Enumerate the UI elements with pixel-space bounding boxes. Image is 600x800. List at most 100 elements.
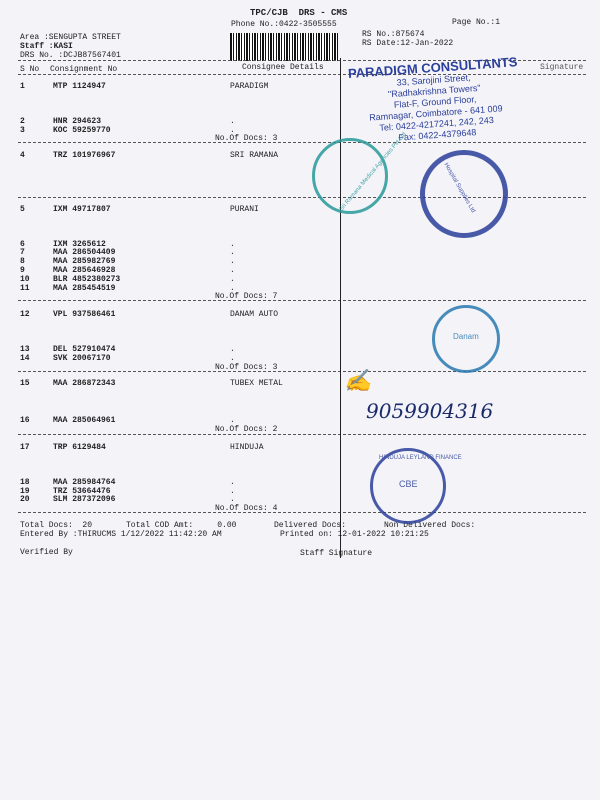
row-sno: 3 [20,126,25,135]
divider [18,371,586,372]
entered-by: Entered By :THIRUCMS 1/12/2022 11:42:20 … [20,530,222,539]
row-consignment-no: IXM 49717807 [53,205,111,214]
rs-number: RS No.:875674 [362,30,425,39]
row-consignment-no: KOC 59259770 [53,126,111,135]
doc-count: No.Of Docs: 7 [215,292,278,301]
row-consignee: PARADIGM [230,82,269,91]
divider [18,197,586,198]
row-consignee: PURANI [230,205,259,214]
total-docs: Total Docs: 20 [20,521,93,530]
row-sno: 14 [20,354,30,363]
printed-on: Printed on: 12-01-2022 10:21:25 [280,530,429,539]
col-signature: Signature [540,63,584,72]
row-consignment-no: SLM 287372096 [53,495,116,504]
verified-by: Verified By [20,548,73,557]
row-sno: 8 [20,257,25,266]
drs-number: DRS No. :DCJB87567401 [20,51,121,60]
phone-number: Phone No.:0422-3505555 [231,20,337,29]
stamp-text: HINDUJA LEYLAND FINANCE [379,455,462,461]
col-sno: S No [20,65,40,74]
row-consignment-no: MAA 285982769 [53,257,116,266]
row-consignee: . [230,275,235,284]
row-consignee: . [230,284,235,293]
row-consignee: . [230,487,235,496]
row-consignee: . [230,478,235,487]
row-consignee: HINDUJA [230,443,264,452]
row-consignee: . [230,257,235,266]
doc-count: No.Of Docs: 3 [215,134,278,143]
row-sno: 4 [20,151,25,160]
staff: Staff :KASI [20,42,73,51]
signature-column-line [340,58,341,558]
page-number: Page No.:1 [452,18,501,27]
row-sno: 12 [20,310,30,319]
row-consignment-no: TRP 6129484 [53,443,106,452]
row-sno: 20 [20,495,30,504]
row-consignee: DANAM AUTO [230,310,279,319]
divider [18,300,586,301]
row-sno: 17 [20,443,30,452]
row-consignment-no: BLR 4852380273 [53,275,121,284]
row-consignee: SRI RAMANA [230,151,279,160]
doc-count: No.Of Docs: 3 [215,363,278,372]
total-cod: Total COD Amt: 0.00 [126,521,237,530]
row-consignee: . [230,117,235,126]
medical-agencies-stamp: Sri Ramana Medical Agencies Pvt Ltd [312,132,408,214]
row-sno: 13 [20,345,30,354]
row-sno: 18 [20,478,30,487]
barcode [230,33,338,61]
doc-title: TPC/CJB DRS - CMS [250,8,348,18]
row-sno: 1 [20,82,25,91]
handwritten-signature: ✍ [344,369,372,394]
hospital-supplies-stamp: Hospital Supplies Ltd [420,150,508,238]
row-consignee: TUBEX METAL [230,379,283,388]
stamp-text: CBE [399,479,418,489]
row-sno: 7 [20,248,25,257]
stamp-text: Hospital Supplies Ltd [442,162,476,214]
row-consignee: . [230,345,235,354]
divider [18,142,586,143]
row-consignment-no: MAA 285646928 [53,266,116,275]
row-sno: 16 [20,416,30,425]
hinduja-stamp: HINDUJA LEYLAND FINANCE CBE [370,448,462,524]
row-consignment-no: MAA 286504409 [53,248,116,257]
divider [18,434,586,435]
row-consignment-no: IXM 3265612 [53,240,106,249]
row-consignee: . [230,248,235,257]
row-sno: 2 [20,117,25,126]
non-delivered-docs: Non Delivered Docs: [384,521,476,530]
row-consignment-no: TRZ 101976967 [53,151,116,160]
delivered-docs: Delivered Docs: [274,521,347,530]
divider [18,512,586,513]
row-consignment-no: MAA 285984764 [53,478,116,487]
area: Area :SENGUPTA STREET [20,33,121,42]
row-consignment-no: HNR 294623 [53,117,102,126]
row-consignee: . [230,240,235,249]
handwritten-phone: 9059904316 [366,399,494,423]
danam-stamp: Danam [432,305,500,373]
row-sno: 11 [20,284,30,293]
row-sno: 6 [20,240,25,249]
row-consignee: . [230,126,235,135]
rs-date: RS Date:12-Jan-2022 [362,39,454,48]
row-sno: 5 [20,205,25,214]
divider [18,74,586,75]
row-consignment-no: MAA 286872343 [53,379,116,388]
col-consignment: Consignment No [50,65,118,74]
row-consignment-no: DEL 527910474 [53,345,116,354]
row-consignment-no: SVK 20067170 [53,354,111,363]
doc-count: No.Of Docs: 2 [215,425,278,434]
stamp-text: Danam [453,332,479,341]
row-consignment-no: MAA 285454519 [53,284,116,293]
row-consignment-no: TRZ 53664476 [53,487,111,496]
row-consignee: . [230,354,235,363]
row-consignee: . [230,266,235,275]
doc-count: No.Of Docs: 4 [215,504,278,513]
staff-signature: Staff Signature [300,549,373,558]
row-consignment-no: VPL 937586461 [53,310,116,319]
row-sno: 10 [20,275,30,284]
row-sno: 15 [20,379,30,388]
divider [18,60,586,61]
row-consignment-no: MTP 1124947 [53,82,106,91]
